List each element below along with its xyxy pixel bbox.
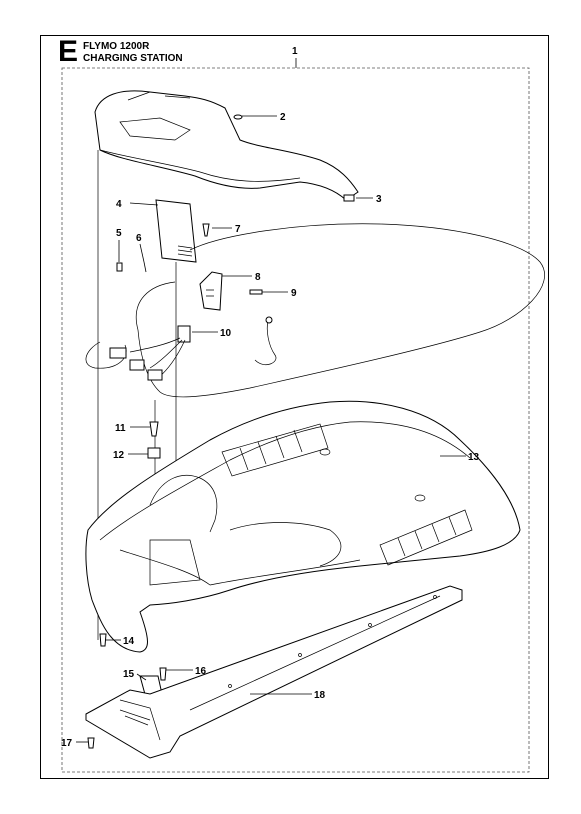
callout-18: 18 bbox=[314, 690, 326, 701]
clip-part bbox=[343, 194, 355, 202]
circuit-board-part bbox=[155, 199, 197, 263]
callout-9: 9 bbox=[291, 288, 297, 299]
callout-10: 10 bbox=[220, 328, 232, 339]
screw-11-part bbox=[149, 421, 159, 437]
callout-1: 1 bbox=[292, 46, 298, 57]
assembly-boundary bbox=[61, 67, 530, 773]
fuse-holder-part bbox=[116, 262, 123, 272]
base-plate-part bbox=[85, 585, 463, 759]
callout-2: 2 bbox=[280, 112, 286, 123]
diagram-frame bbox=[40, 35, 549, 779]
callout-5: 5 bbox=[116, 228, 122, 239]
screw-part bbox=[233, 114, 243, 120]
ground-wire bbox=[254, 319, 277, 366]
callout-17: 17 bbox=[61, 738, 73, 749]
spring-part bbox=[143, 261, 147, 273]
callout-12: 12 bbox=[113, 450, 125, 461]
screw-14-part bbox=[99, 633, 107, 647]
wire-lead bbox=[85, 281, 176, 369]
callout-4: 4 bbox=[116, 199, 122, 210]
vent-grille bbox=[379, 509, 473, 566]
section-letter: E bbox=[58, 35, 79, 68]
callout-8: 8 bbox=[255, 272, 261, 283]
boundary-wire bbox=[137, 223, 545, 398]
base-housing-part bbox=[85, 400, 521, 653]
callout-16: 16 bbox=[195, 666, 207, 677]
callout-14: 14 bbox=[123, 636, 135, 647]
vent-grille bbox=[221, 423, 329, 477]
screw-7-part bbox=[202, 223, 210, 237]
leader-6 bbox=[139, 243, 145, 263]
top-cover-part bbox=[94, 90, 359, 201]
contact-plate-part bbox=[199, 271, 223, 311]
callout-6: 6 bbox=[136, 233, 142, 244]
callout-13: 13 bbox=[468, 452, 480, 463]
section-title: CHARGING STATION bbox=[83, 53, 183, 64]
callout-11: 11 bbox=[115, 423, 126, 434]
callout-15: 15 bbox=[123, 669, 135, 680]
callout-7: 7 bbox=[235, 224, 241, 235]
callout-3: 3 bbox=[376, 194, 382, 205]
clamp-12-part bbox=[147, 447, 161, 459]
cable-harness-part bbox=[109, 325, 191, 381]
screw-9-part bbox=[249, 289, 263, 295]
leader-15 bbox=[136, 673, 147, 681]
model-title: FLYMO 1200R bbox=[83, 41, 150, 52]
leader-4 bbox=[129, 202, 159, 206]
screw-17-part bbox=[87, 737, 95, 749]
ring-terminal bbox=[265, 316, 273, 324]
